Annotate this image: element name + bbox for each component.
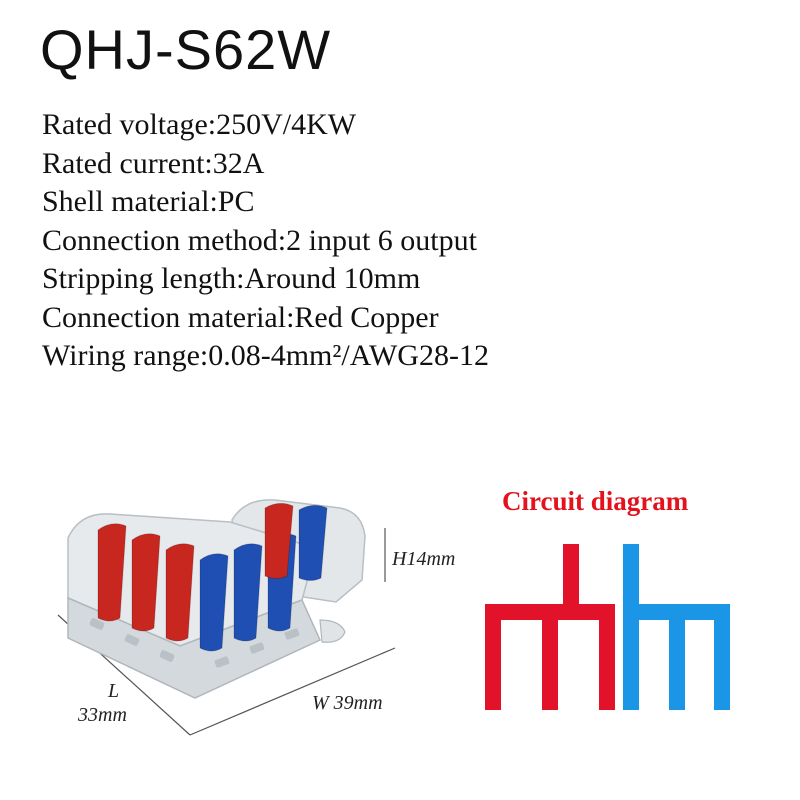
lever-blue [233, 543, 263, 642]
width-dimension-label: W 39mm [312, 692, 383, 714]
connector-illustration [57, 499, 396, 736]
spec-list: Rated voltage:250V/4KW Rated current:32A… [42, 106, 489, 376]
circuit-blue-branch [623, 544, 730, 710]
width-dimension-line [189, 647, 396, 736]
spec-shell-material: Shell material:PC [42, 185, 255, 218]
blue-output-2 [669, 604, 685, 710]
lever-red [165, 543, 195, 642]
side-lever-red [264, 502, 294, 579]
connector-mount-tab [319, 619, 346, 643]
blue-input [623, 544, 639, 620]
connector-main-front [67, 596, 321, 699]
spec-rated-voltage: Rated voltage:250V/4KW [42, 108, 357, 141]
circuit-diagram-title: Circuit diagram [502, 486, 689, 516]
main-levers [97, 523, 297, 652]
circuit-diagram-graphic [485, 544, 730, 710]
red-output-3 [599, 604, 615, 710]
side-levers [264, 502, 328, 581]
side-lever-blue [298, 504, 328, 581]
length-dimension-value: 33mm [78, 704, 127, 726]
lever-blue [199, 553, 229, 652]
spec-rated-current: Rated current:32A [42, 146, 265, 180]
product-title: QHJ-S62W [40, 18, 332, 81]
connector-product-image [40, 470, 490, 770]
circuit-diagram [485, 540, 730, 710]
blue-output-1 [623, 604, 639, 710]
spec-connection-material: Connection material:Red Copper [42, 300, 439, 334]
blue-output-3 [714, 604, 730, 710]
lever-red [131, 533, 161, 632]
wire-holes [89, 618, 300, 668]
circuit-red-branch [485, 544, 615, 710]
spec-wiring-range: Wiring range:0.08-4mm²/AWG28-12 [42, 339, 489, 372]
spec-connection-method: Connection method:2 input 6 output [42, 223, 477, 257]
lever-red [97, 523, 127, 622]
red-output-1 [485, 604, 501, 710]
red-input [563, 544, 579, 620]
red-output-2 [542, 604, 558, 710]
height-dimension-label: H14mm [392, 548, 456, 570]
length-dimension-letter: L [108, 680, 120, 702]
spec-stripping-length: Stripping length:Around 10mm [42, 262, 421, 295]
